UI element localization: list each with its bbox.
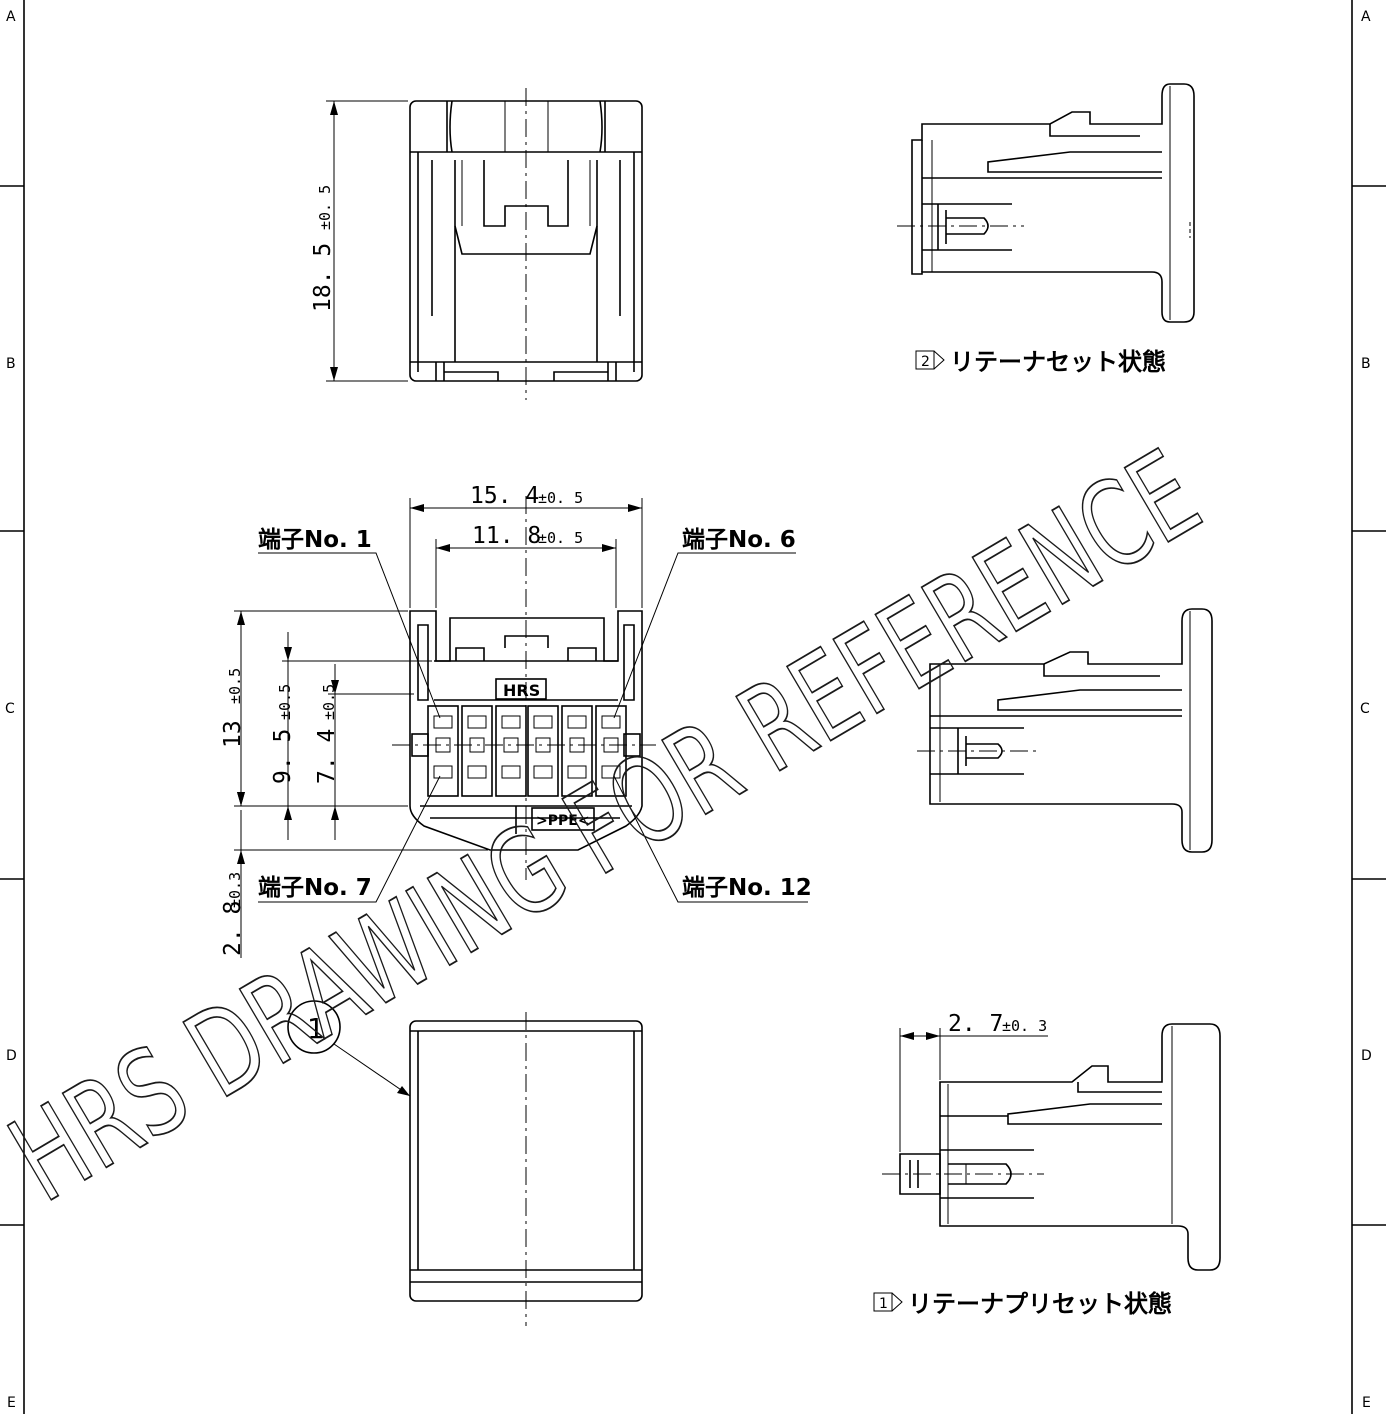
balloon-number: 1: [307, 1012, 325, 1045]
dim-value: 2. 7: [948, 1011, 1003, 1037]
dim-2-7: 2. 7 ±0. 3: [899, 1011, 1048, 1152]
dim-13: 13 ±0.5: [220, 610, 408, 807]
caption-text: リテーナセット状態: [950, 348, 1166, 376]
zone-label: D: [6, 1048, 17, 1064]
caption-marker: 2: [921, 354, 930, 370]
hrs-logo-marking: HRS: [503, 681, 540, 700]
top-view: [409, 88, 643, 400]
dim-7-4: 7. 4 ±0.5: [314, 664, 414, 840]
terminal-label: 端子No. 7: [258, 875, 372, 901]
zone-label: B: [6, 356, 16, 372]
caption-marker: 1: [879, 1296, 888, 1312]
zone-labels-right: A B C D E: [1360, 9, 1372, 1411]
dim-9-5: 9. 5 ±0.5: [270, 632, 432, 840]
zone-label: C: [1360, 701, 1370, 717]
dim-tolerance: ±0. 3: [1002, 1017, 1047, 1035]
caption-retainer-preset: 1 リテーナプリセット状態: [873, 1290, 1172, 1318]
material-marking: >PPE<: [536, 813, 590, 829]
caption-text: リテーナプリセット状態: [908, 1290, 1172, 1318]
dim-tolerance: ±0. 5: [538, 529, 583, 547]
dim-15-4: 15. 4 ±0. 5: [409, 483, 643, 608]
zone-label: D: [1361, 1048, 1372, 1064]
watermark-text: HRS DRAWING FOR REFERENCE: [0, 424, 1221, 1228]
dim-value: 18. 5: [310, 243, 336, 312]
side-view-retainer-preset: [882, 1023, 1221, 1271]
dim-2-8: 2. 8 ±0.3: [220, 792, 488, 958]
bottom-view: [409, 1012, 643, 1326]
side-view-middle: [917, 608, 1213, 853]
dim-value: 7. 4: [314, 729, 340, 784]
dim-11-8: 11. 8 ±0. 5: [435, 523, 617, 608]
dim-value: 15. 4: [470, 483, 539, 509]
dim-value: 11. 8: [472, 523, 541, 549]
dim-tolerance: ±0. 5: [538, 489, 583, 507]
callout-terminal-6: 端子No. 6: [613, 527, 796, 719]
front-view: HRS >PPE<: [392, 496, 656, 880]
callout-terminal-7: 端子No. 7: [258, 775, 441, 903]
dim-tolerance: ±0.5: [276, 684, 294, 720]
side-view-retainer-set: [897, 83, 1195, 323]
terminal-cavities: [411, 705, 641, 797]
item-balloon: 1: [287, 1000, 411, 1097]
reference-watermark: HRS DRAWING FOR REFERENCE: [0, 423, 1222, 1229]
zone-label: E: [7, 1395, 16, 1411]
dim-value: 2. 8: [220, 901, 246, 956]
caption-retainer-set: 2 リテーナセット状態: [915, 348, 1166, 376]
dim-value: 9. 5: [270, 729, 296, 784]
zone-label: A: [1361, 9, 1371, 25]
zone-labels-left: A B C D E: [5, 9, 17, 1411]
dim-tolerance: ±0.5: [320, 684, 338, 720]
zone-label: A: [6, 9, 16, 25]
dim-tolerance: ±0.5: [226, 668, 244, 704]
zone-label: C: [5, 701, 15, 717]
zone-label: E: [1362, 1395, 1371, 1411]
terminal-label: 端子No. 6: [682, 527, 796, 553]
callout-terminal-1: 端子No. 1: [258, 527, 441, 719]
terminal-label: 端子No. 12: [682, 875, 812, 901]
callout-terminal-12: 端子No. 12: [613, 775, 812, 903]
dim-value: 13: [220, 720, 246, 748]
dim-tolerance: ±0. 5: [316, 185, 334, 230]
zone-label: B: [1361, 356, 1371, 372]
terminal-label: 端子No. 1: [258, 527, 372, 553]
dim-tolerance: ±0.3: [226, 872, 244, 908]
dim-18-5: 18. 5 ±0. 5: [310, 100, 408, 382]
